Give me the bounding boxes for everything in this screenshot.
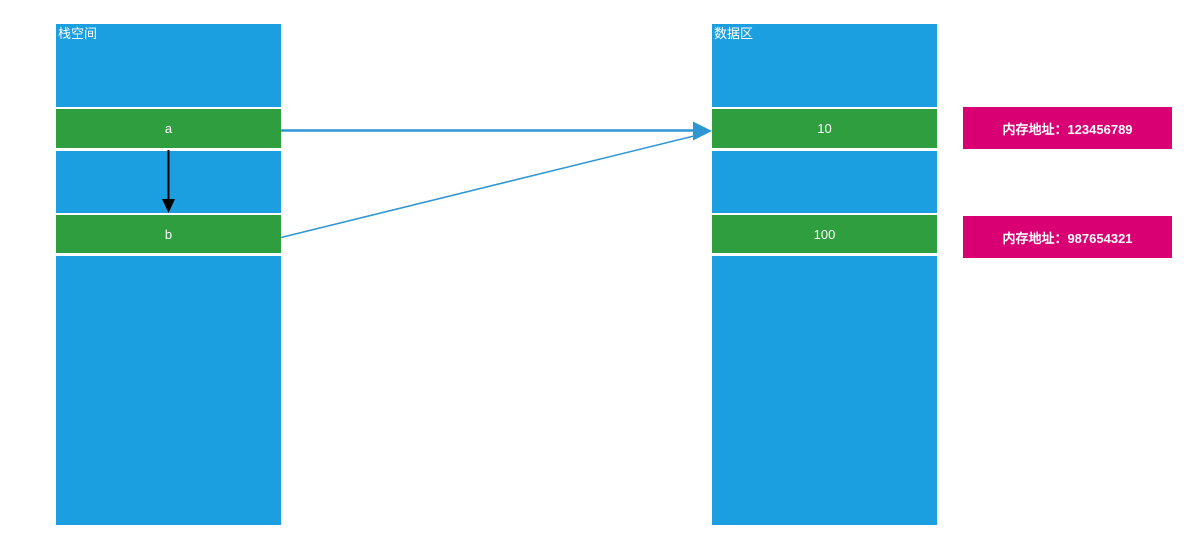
stack-top-segment: 栈空间	[56, 24, 281, 107]
stack-bottom-segment	[56, 256, 281, 525]
memory-address-badge-2-label: 内存地址：987654321	[1002, 230, 1133, 246]
stack-cell-a: a	[56, 109, 281, 148]
stack-cell-b: b	[56, 215, 281, 253]
memory-address-badge-2: 内存地址：987654321	[963, 216, 1172, 258]
stack-cell-b-label: b	[164, 226, 173, 242]
stack-cell-a-label: a	[164, 121, 173, 136]
memory-address-badge-1: 内存地址：123456789	[963, 107, 1172, 149]
stack-mid-segment	[56, 151, 281, 213]
data-cell-value-100-label: 100	[813, 226, 836, 242]
stack-column: 栈空间 a b	[56, 24, 281, 525]
data-cell-value-10: 10	[712, 109, 937, 148]
data-area-top-segment: 数据区	[712, 24, 937, 107]
arrow-b-to-value10-line	[280, 134, 699, 239]
data-area-bottom-segment	[712, 256, 937, 525]
data-cell-value-10-label: 10	[817, 121, 832, 136]
data-cell-value-100: 100	[712, 215, 937, 253]
stack-column-title: 栈空间	[58, 26, 98, 41]
data-area-column: 数据区 10 100	[712, 24, 937, 525]
data-area-title: 数据区	[714, 26, 754, 41]
data-area-mid-segment	[712, 151, 937, 213]
memory-address-badge-1-label: 内存地址：123456789	[1002, 121, 1133, 137]
pointer-arrowhead	[693, 121, 712, 141]
